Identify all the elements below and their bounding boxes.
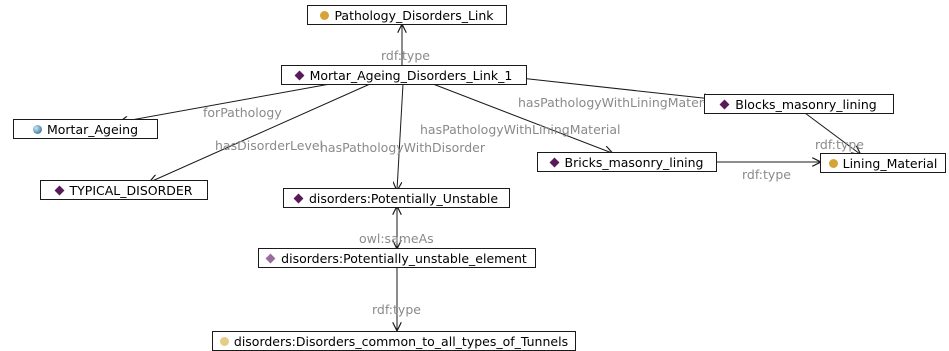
individual-diamond-light-icon: [265, 253, 276, 263]
edge-has-pathology-with-disorder: [397, 83, 404, 190]
individual-diamond-icon: [293, 193, 304, 203]
individual-diamond-icon: [549, 157, 559, 167]
edge-label-has-pathology-with-lining-material-blocks: hasPathologyWithLiningMaterial: [518, 95, 719, 110]
edge-label-has-pathology-with-disorder: hasPathologyWithDisorder: [320, 140, 485, 155]
class-circle-icon: [320, 10, 330, 20]
node-label: disorders:Potentially_unstable_element: [281, 250, 527, 266]
node-label: Bricks_masonry_lining: [564, 154, 704, 170]
node-mortar-ageing[interactable]: Mortar_Ageing: [13, 119, 158, 139]
class-circle-icon: [828, 158, 838, 168]
individual-diamond-icon: [54, 185, 64, 195]
edge-label-rdf-type-blocks: rdf:type: [815, 137, 864, 152]
node-label: Blocks_masonry_lining: [735, 96, 877, 112]
node-disorders-common-to-all-types-of-tunnels[interactable]: disorders:Disorders_common_to_all_types_…: [212, 331, 576, 351]
edge-label-has-disorder-level: hasDisorderLevel: [215, 138, 324, 153]
node-label: TYPICAL_DISORDER: [69, 182, 193, 198]
edge-has-pathology-with-lining-material-blocks: [519, 77, 712, 99]
edge-has-disorder-level: [150, 83, 371, 182]
individual-diamond-icon: [719, 99, 730, 109]
node-label: disorders:Disorders_common_to_all_types_…: [233, 333, 569, 349]
node-mortar-ageing-disorders-link-1[interactable]: Mortar_Ageing_Disorders_Link_1: [281, 65, 527, 85]
node-label: disorders:Potentially_Unstable: [308, 190, 499, 206]
node-label: Mortar_Ageing: [46, 121, 139, 137]
node-label: Lining_Material: [842, 155, 938, 171]
node-label: Pathology_Disorders_Link: [334, 7, 494, 23]
node-typical-disorder[interactable]: TYPICAL_DISORDER: [40, 180, 208, 200]
edge-label-rdf-type-bottom: rdf:type: [372, 302, 421, 317]
node-blocks-masonry-lining[interactable]: Blocks_masonry_lining: [704, 94, 894, 114]
edge-label-owl-same-as: owl:sameAs: [359, 231, 434, 246]
edge-label-rdf-type-bricks: rdf:type: [742, 167, 791, 182]
node-potentially-unstable-element[interactable]: disorders:Potentially_unstable_element: [258, 248, 536, 268]
edge-rdf-type-blocks: [804, 112, 860, 154]
node-label: Mortar_Ageing_Disorders_Link_1: [309, 67, 513, 83]
value-sphere-icon: [32, 124, 42, 134]
edge-for-pathology: [120, 83, 331, 122]
class-circle-light-icon: [219, 336, 229, 346]
edge-has-pathology-with-lining-material-bricks: [432, 83, 612, 153]
node-pathology-disorders-link[interactable]: Pathology_Disorders_Link: [307, 5, 507, 25]
node-lining-material[interactable]: Lining_Material: [820, 153, 946, 173]
node-potentially-unstable[interactable]: disorders:Potentially_Unstable: [283, 188, 510, 208]
edge-label-for-pathology: forPathology: [203, 105, 282, 120]
individual-diamond-icon: [294, 70, 305, 80]
edge-label-has-pathology-with-lining-material-bricks: hasPathologyWithLiningMaterial: [420, 122, 621, 137]
node-bricks-masonry-lining[interactable]: Bricks_masonry_lining: [537, 152, 717, 172]
edge-label-rdf-type-top: rdf:type: [381, 48, 430, 63]
